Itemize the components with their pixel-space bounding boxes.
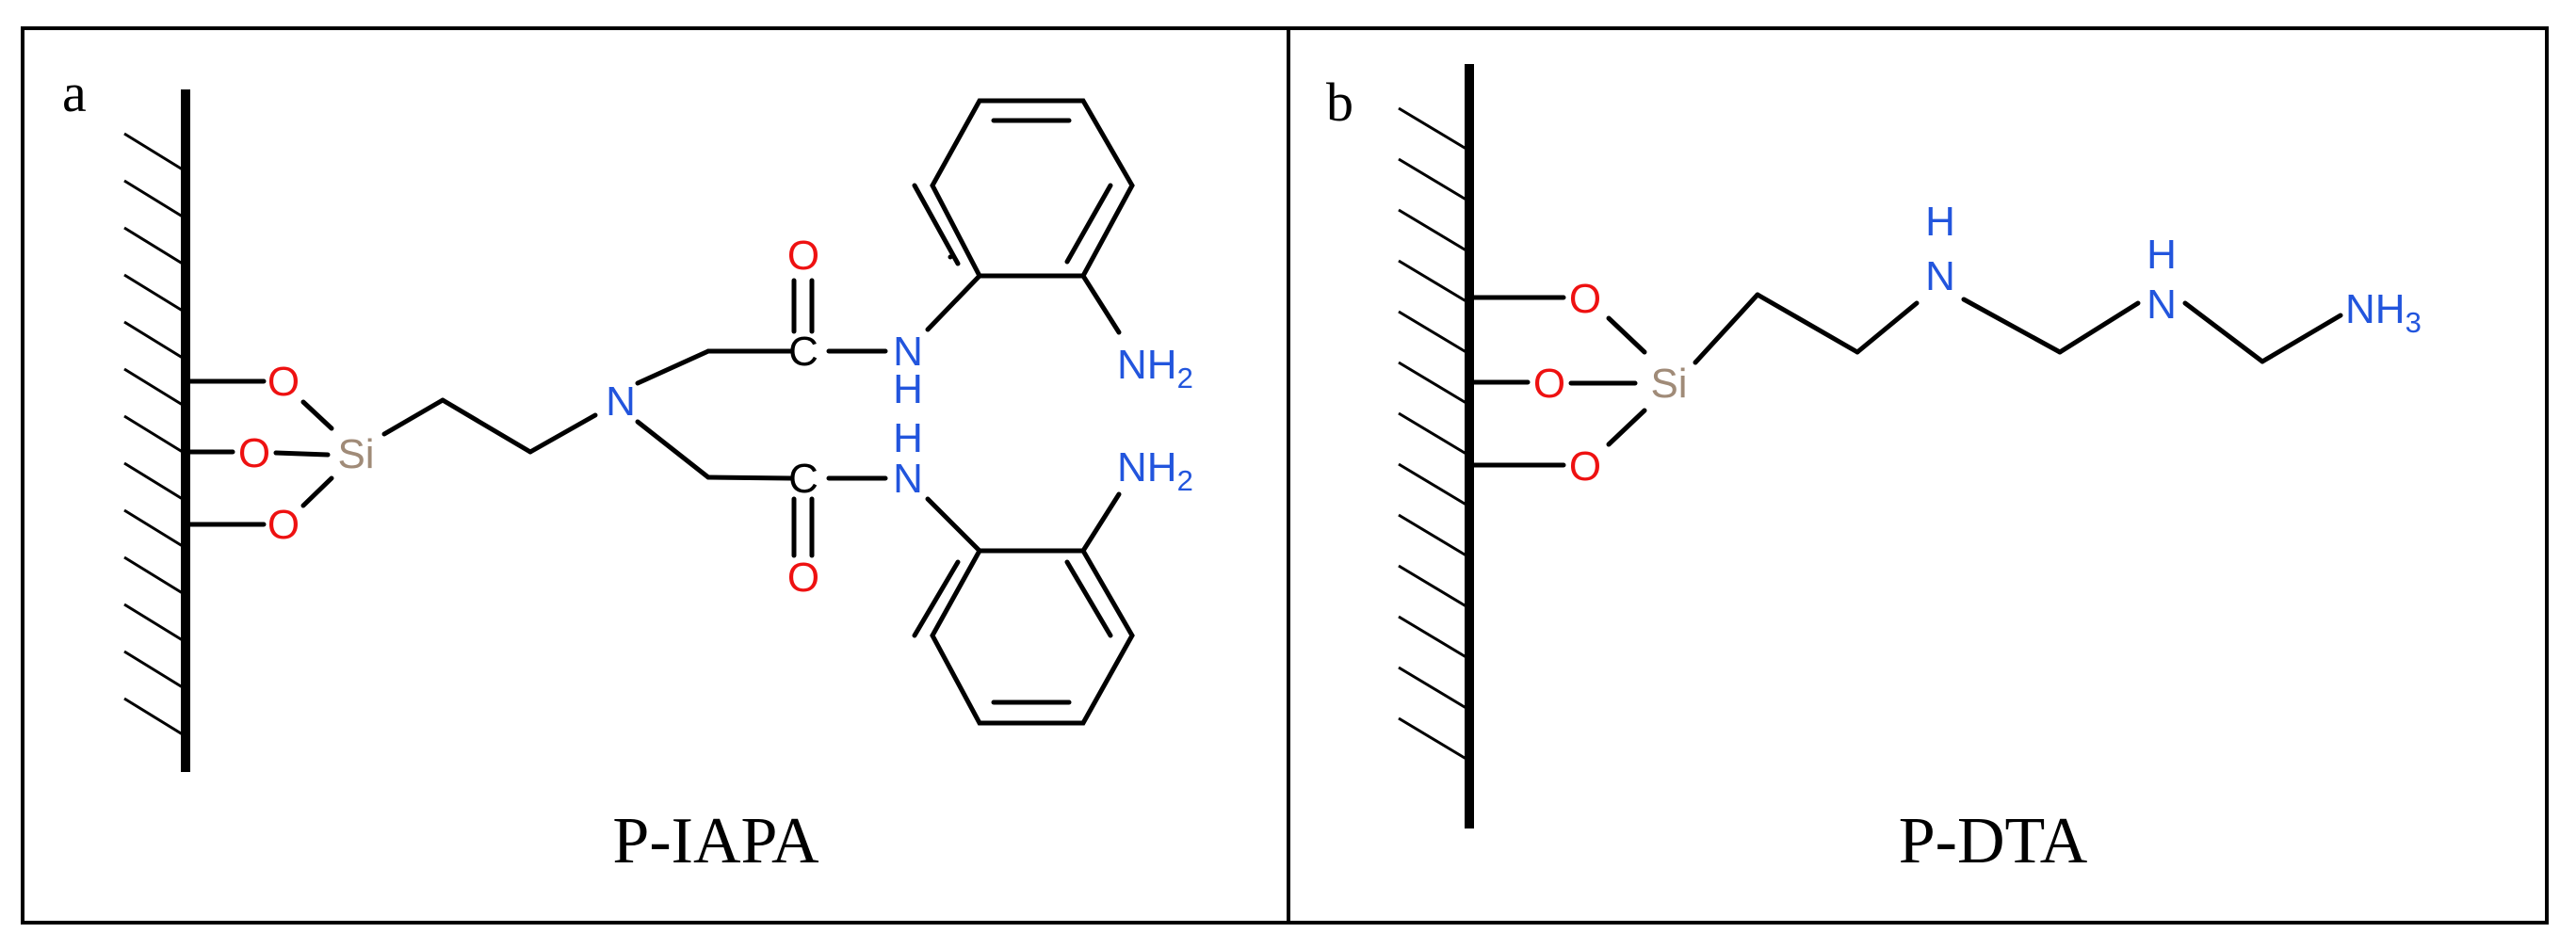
panel-b-bonds <box>1466 292 2343 468</box>
oxygen-atom: O <box>1569 443 1601 490</box>
amide-nitrogen: N <box>893 456 923 502</box>
panel-b-atom-labels: O O O Si H N H N NH3 <box>1533 199 2422 490</box>
panel-a-letter: a <box>62 62 87 123</box>
oxygen-atom: O <box>238 430 270 476</box>
figure-frame <box>21 26 2549 925</box>
oxygen-atom: O <box>1533 361 1565 407</box>
panel-b-surface-hatching <box>1398 106 1470 763</box>
panel-b-caption: P-DTA <box>1899 805 2088 877</box>
silicon-atom: Si <box>1650 361 1687 407</box>
panel-a-upper-benzene-ring <box>912 98 1135 335</box>
nitrogen-atom: N <box>606 378 636 425</box>
silicon-atom: Si <box>337 431 374 477</box>
oxygen-atom: O <box>267 502 300 548</box>
panel-a: a <box>62 62 1193 877</box>
panel-a-surface-hatching <box>123 132 186 738</box>
panel-a-bonds <box>183 273 982 558</box>
panel-a-caption: P-IAPA <box>612 805 819 877</box>
amide-nitrogen: N <box>893 329 923 375</box>
amino-group-lower: NH2 <box>1117 444 1193 497</box>
oxygen-atom: O <box>787 555 819 601</box>
carbon-atom: C <box>788 456 818 502</box>
amide-hydrogen: H <box>893 415 923 461</box>
oxygen-atom: O <box>787 233 819 279</box>
panel-a-atom-labels: O O O Si N O C N H NH2 H N C O NH2 <box>238 233 1193 601</box>
amine-hydrogen: H <box>2147 232 2177 278</box>
amine-hydrogen: H <box>1925 199 1955 245</box>
amine-nitrogen: N <box>2147 281 2177 328</box>
amine-nitrogen: N <box>1925 253 1955 299</box>
amide-hydrogen: H <box>893 366 923 412</box>
panel-b-letter: b <box>1326 72 1353 133</box>
amino-group-upper: NH2 <box>1117 342 1193 394</box>
panel-b: b <box>1326 64 2422 877</box>
ammonium-group: NH3 <box>2345 286 2422 339</box>
oxygen-atom: O <box>267 359 300 405</box>
carbon-atom: C <box>788 329 818 375</box>
oxygen-atom: O <box>1569 276 1601 322</box>
panel-a-lower-benzene-ring <box>912 491 1135 726</box>
